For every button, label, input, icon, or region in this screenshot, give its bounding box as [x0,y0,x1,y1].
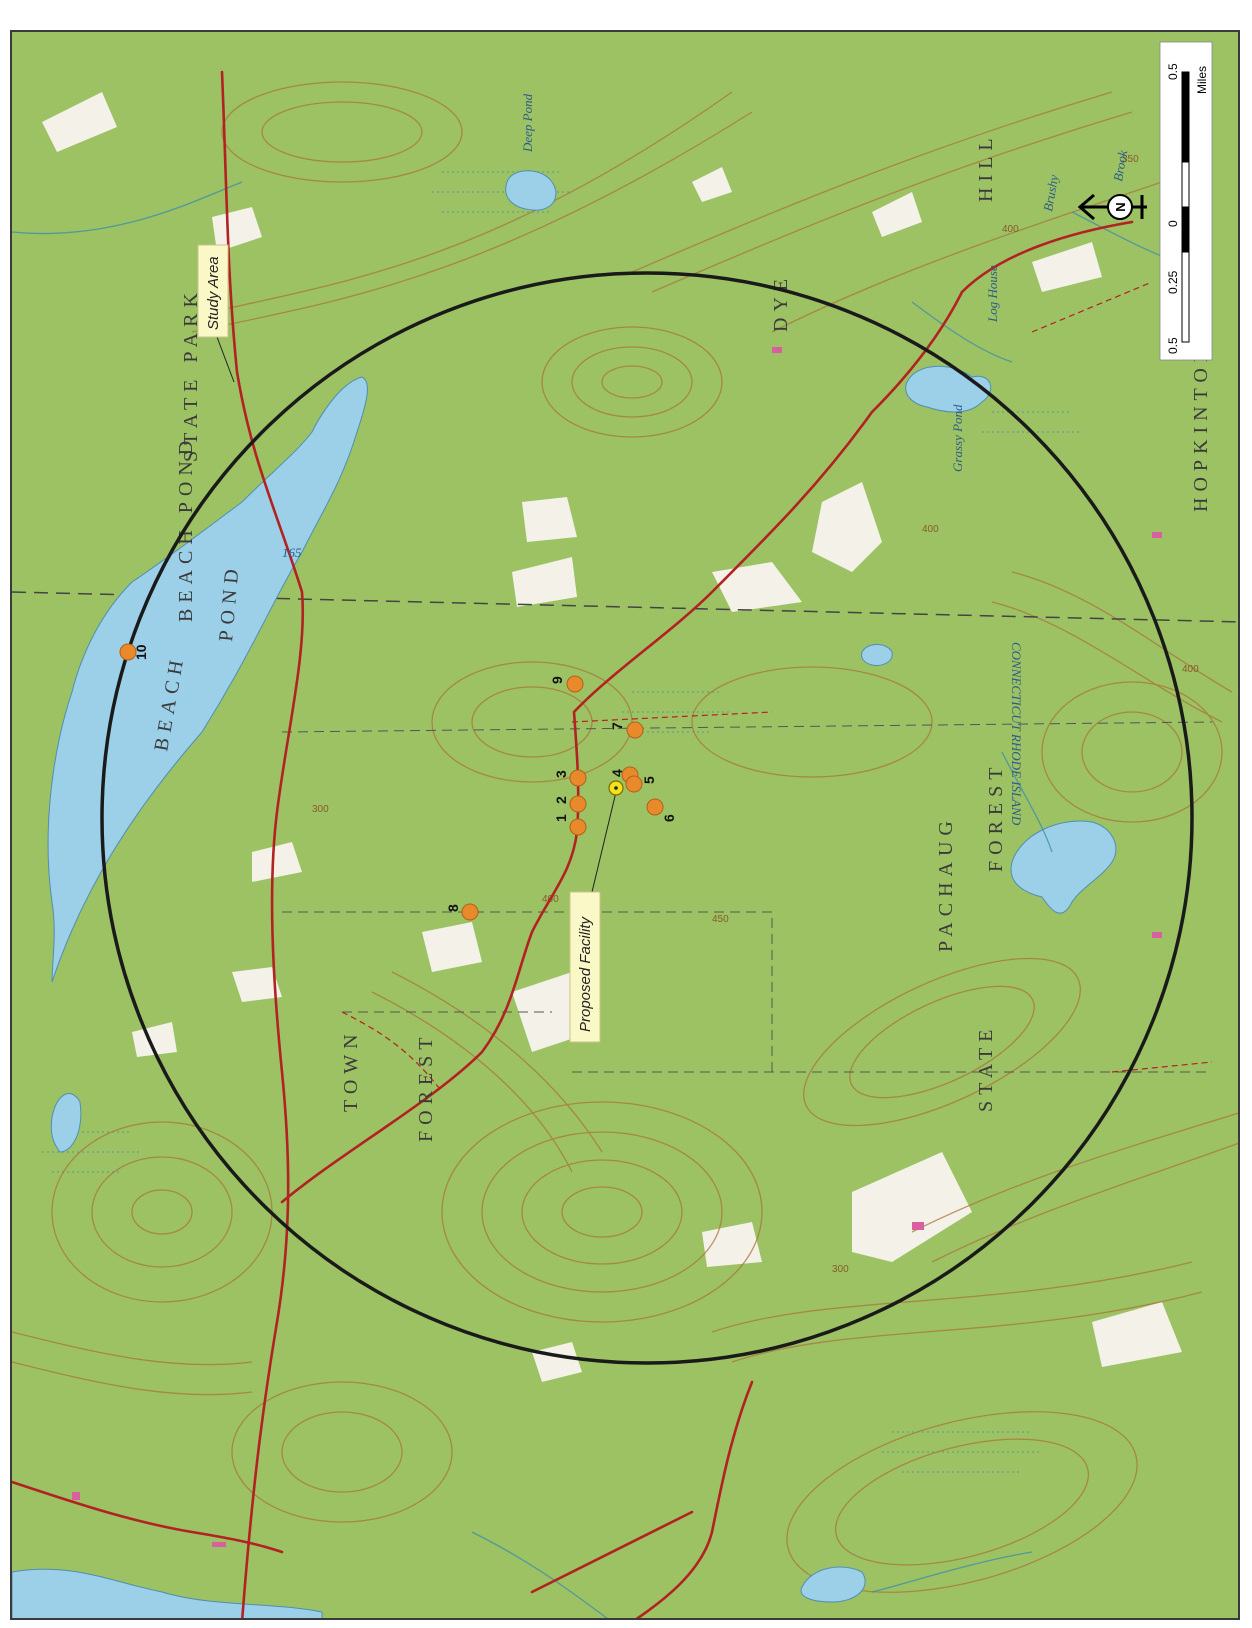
small-pond-center [861,644,893,666]
green-fall-pond [1010,820,1117,914]
beach-pond [47,376,368,983]
svg-text:400: 400 [1182,664,1199,675]
site-marker-7[interactable]: 7 [609,721,644,739]
marsh-areas [42,171,1082,1473]
svg-text:Brushy: Brushy [1040,173,1061,212]
small-pond-south [800,1566,866,1603]
south-road [635,1380,754,1618]
streams [12,181,1213,1618]
svg-text:300: 300 [832,1264,849,1275]
site-marker-1[interactable]: 1 [553,814,587,836]
north-arrow: N [1077,193,1147,221]
svg-text:FOREST: FOREST [985,762,1007,872]
site-label-4: 4 [609,769,625,777]
site-marker-5[interactable]: 5 [625,775,657,793]
site-marker-3[interactable]: 3 [553,769,587,787]
roads [12,70,1134,1618]
svg-text:400: 400 [1002,224,1019,235]
north-arrow-head-icon [1077,193,1095,221]
road-south-connector [530,1510,694,1594]
clearings [42,92,1182,1382]
site-label-8: 8 [445,904,461,912]
site-label-9: 9 [549,676,565,684]
svg-text:CONNECTICUT RHODE ISLAND: CONNECTICUT RHODE ISLAND [1009,642,1024,826]
svg-text:PACHAUG: PACHAUG [935,815,957,952]
site-marker-9[interactable]: 9 [549,675,584,693]
proposed-facility-leader-line [591,791,617,893]
proposed-facility-callout[interactable]: Proposed Facility [569,791,617,1043]
road-southwest [12,1480,284,1554]
proposed-facility-marker[interactable] [608,780,624,796]
proposed-facility-label: Proposed Facility [577,915,594,1032]
svg-text:300: 300 [312,804,329,815]
trails [341,281,1213,1093]
scale-unit-label: Miles [1195,66,1209,94]
study-area-label-box [197,244,229,338]
site-label-7: 7 [609,722,625,730]
svg-text:HILL: HILL [975,132,997,202]
site-marker-6[interactable]: 6 [646,798,677,822]
svg-text:STATE: STATE [975,1024,997,1112]
site-marker-10[interactable]: 10 [119,643,149,661]
route-165 [220,70,305,1618]
svg-text:FOREST: FOREST [415,1032,437,1142]
svg-text:HOPKINTON: HOPKINTON [1190,342,1212,512]
site-marker-8[interactable]: 8 [445,903,479,921]
svg-text:350: 350 [1122,154,1139,165]
svg-text:STATE PARK: STATE PARK [180,287,202,462]
scale-tick-bottom: 0.5 [1166,337,1180,354]
svg-text:165: 165 [282,545,302,560]
deep-pond [505,170,557,211]
svg-text:Grassy Pond: Grassy Pond [950,404,965,472]
contour-lines [12,81,1238,1593]
study-area-label: Study Area [205,256,222,330]
proposed-facility-label-box [569,891,601,1043]
buildings [72,347,1162,1547]
study-area-leader-line [216,336,235,383]
scale-tick-top: 0.5 [1166,63,1180,80]
forest-boundaries [281,721,1213,1073]
site-label-1: 1 [553,814,569,822]
map-frame: 350 400 400 450 400 300 300 400 [10,30,1240,1620]
site-label-3: 3 [553,770,569,778]
north-arrow-letter: N [1113,202,1128,211]
scale-bar: 0.5 0 0.25 0.5 Miles [1159,41,1213,361]
site-label-10: 10 [133,644,149,660]
site-label-2: 2 [553,796,569,804]
scale-tick-quarter: 0.25 [1166,270,1180,294]
svg-text:Log House: Log House [985,265,1000,323]
site-marker-2[interactable]: 2 [553,795,587,813]
site-label-5: 5 [641,776,657,784]
scale-tick-zero: 0 [1166,220,1180,227]
svg-text:450: 450 [712,914,729,925]
study-area-circle [100,271,1194,1365]
beach-pond-road [280,220,1134,1204]
topographic-map[interactable]: 350 400 400 450 400 300 300 400 [12,32,1240,1620]
svg-text:TOWN: TOWN [340,1028,362,1112]
small-pond-west [50,1093,82,1153]
svg-text:400: 400 [922,524,939,535]
svg-text:Deep Pond: Deep Pond [520,93,535,153]
site-label-6: 6 [661,814,677,822]
svg-text:Brook: Brook [1110,149,1130,183]
study-area-callout[interactable]: Study Area [197,244,235,383]
svg-text:DYE: DYE [770,273,792,332]
site-markers[interactable]: 1 2 3 4 5 6 7 8 [119,643,677,921]
